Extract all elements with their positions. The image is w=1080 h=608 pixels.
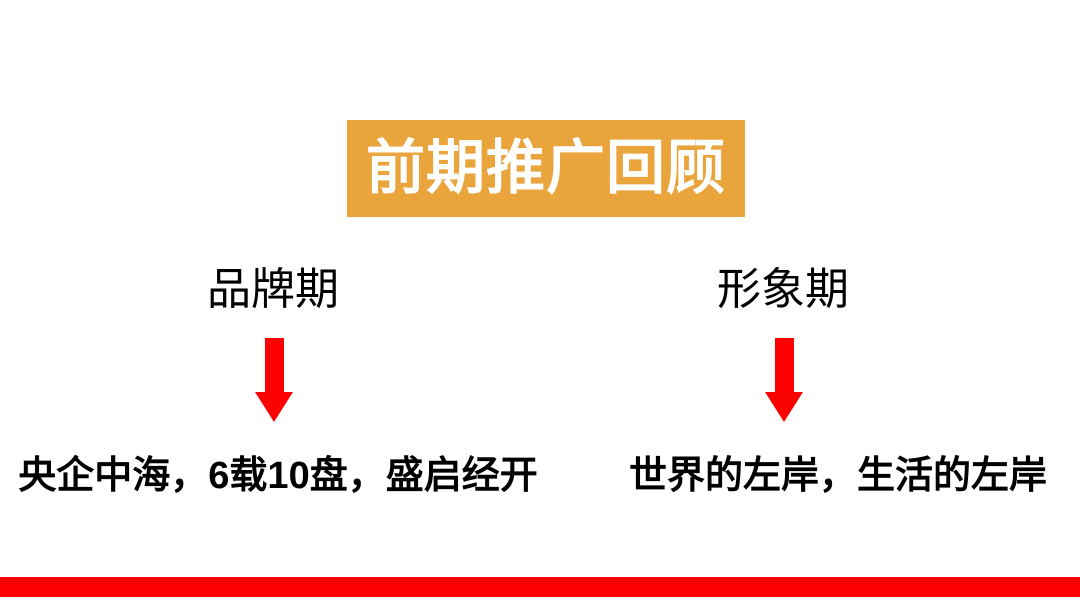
down-arrow-icon: [255, 338, 293, 422]
down-arrow-shape: [255, 338, 293, 422]
down-arrow-icon: [765, 338, 803, 422]
title-banner: 前期推广回顾: [347, 120, 745, 217]
phase-slogan-brand: 央企中海，6载10盘，盛启经开: [18, 455, 538, 497]
slide-title: 前期推广回顾: [365, 135, 726, 201]
phase-label-image: 形象期: [717, 265, 849, 314]
footer-accent-bar: [0, 577, 1080, 597]
phase-label-brand: 品牌期: [207, 265, 339, 314]
phase-slogan-image: 世界的左岸，生活的左岸: [628, 455, 1048, 497]
down-arrow-shape: [765, 338, 803, 422]
